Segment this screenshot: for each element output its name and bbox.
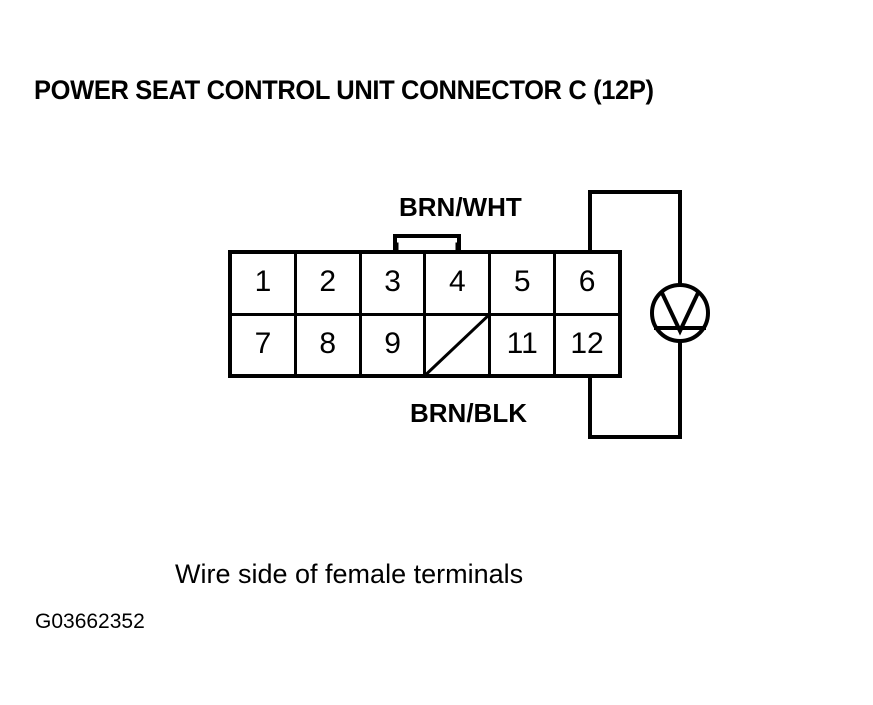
pin-cell: 12 <box>556 316 618 375</box>
pin-cell: 4 <box>426 254 492 313</box>
pin-cell: 9 <box>362 315 427 374</box>
pin-number: 12 <box>570 326 604 360</box>
pin-number: 8 <box>319 326 337 360</box>
terminal-bracket <box>393 234 461 252</box>
voltmeter-icon <box>650 283 710 343</box>
pin-cell: 1 <box>232 254 297 313</box>
pin-number: 6 <box>578 265 596 299</box>
pin-cell-blank <box>426 315 492 375</box>
pin-cell: 2 <box>297 254 362 313</box>
connector-body: 1 2 3 4 5 6 7 <box>228 250 622 378</box>
pin-cell: 11 <box>491 315 557 374</box>
pin-number: 1 <box>254 265 272 299</box>
pin-number: 9 <box>384 326 401 360</box>
pin-cell: 8 <box>297 315 362 374</box>
wire-label-lower: BRN/BLK <box>410 398 527 428</box>
pin-number: 11 <box>506 326 538 360</box>
pin-cell: 6 <box>556 254 618 313</box>
connector-row-bottom: 7 8 9 11 12 <box>232 315 618 375</box>
pin-number: 5 <box>513 265 531 299</box>
pin-number: 3 <box>384 265 401 299</box>
pin-cell: 7 <box>232 315 297 374</box>
connector-row-top: 1 2 3 4 5 6 <box>232 254 618 316</box>
connector-pin-grid: 1 2 3 4 5 6 7 <box>232 254 618 374</box>
wire-label-upper: BRN/WHT <box>399 192 522 222</box>
pin-cell: 5 <box>491 254 557 313</box>
pin-number: 7 <box>254 326 272 360</box>
pin-cell: 3 <box>362 254 427 313</box>
pin-number: 2 <box>319 265 337 299</box>
blank-terminal-slash-icon <box>426 316 488 375</box>
pin-number: 4 <box>449 265 466 299</box>
figure-id-label: G03662352 <box>35 610 145 633</box>
page-title: POWER SEAT CONTROL UNIT CONNECTOR C (12P… <box>34 75 654 105</box>
figure-caption: Wire side of female terminals <box>175 559 524 589</box>
